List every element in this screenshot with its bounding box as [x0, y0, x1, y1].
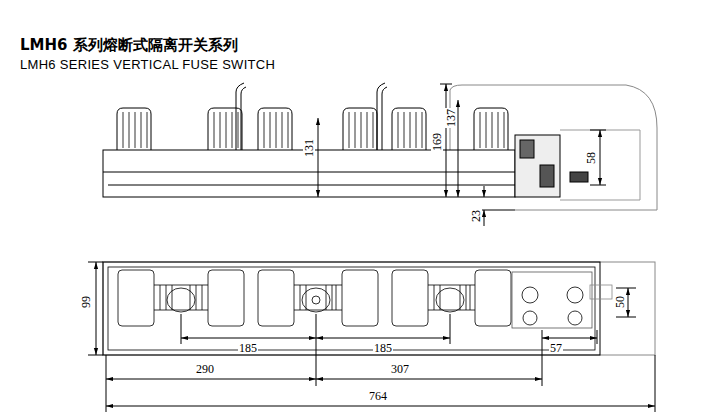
dimension-label: 57	[549, 342, 563, 354]
dimension-label: 50	[614, 295, 626, 309]
dimension-label: 99	[80, 295, 92, 309]
dimension-label: 290	[195, 363, 215, 375]
dimension-label: 185	[373, 342, 393, 354]
dimension-label: 131	[303, 138, 315, 158]
dimension-label: 169	[431, 132, 443, 152]
dimension-label: 764	[368, 390, 388, 402]
dimension-label: 137	[445, 108, 457, 128]
dimension-label: 307	[390, 363, 410, 375]
drawing-title: LMH6 系列熔断式隔离开关系列	[20, 36, 238, 55]
dimension-label: 58	[585, 151, 597, 165]
dimension-label: 185	[238, 342, 258, 354]
dimension-label: 23	[470, 209, 482, 223]
drawing-subtitle: LMH6 SERIES VERTICAL FUSE SWITCH	[20, 57, 275, 72]
